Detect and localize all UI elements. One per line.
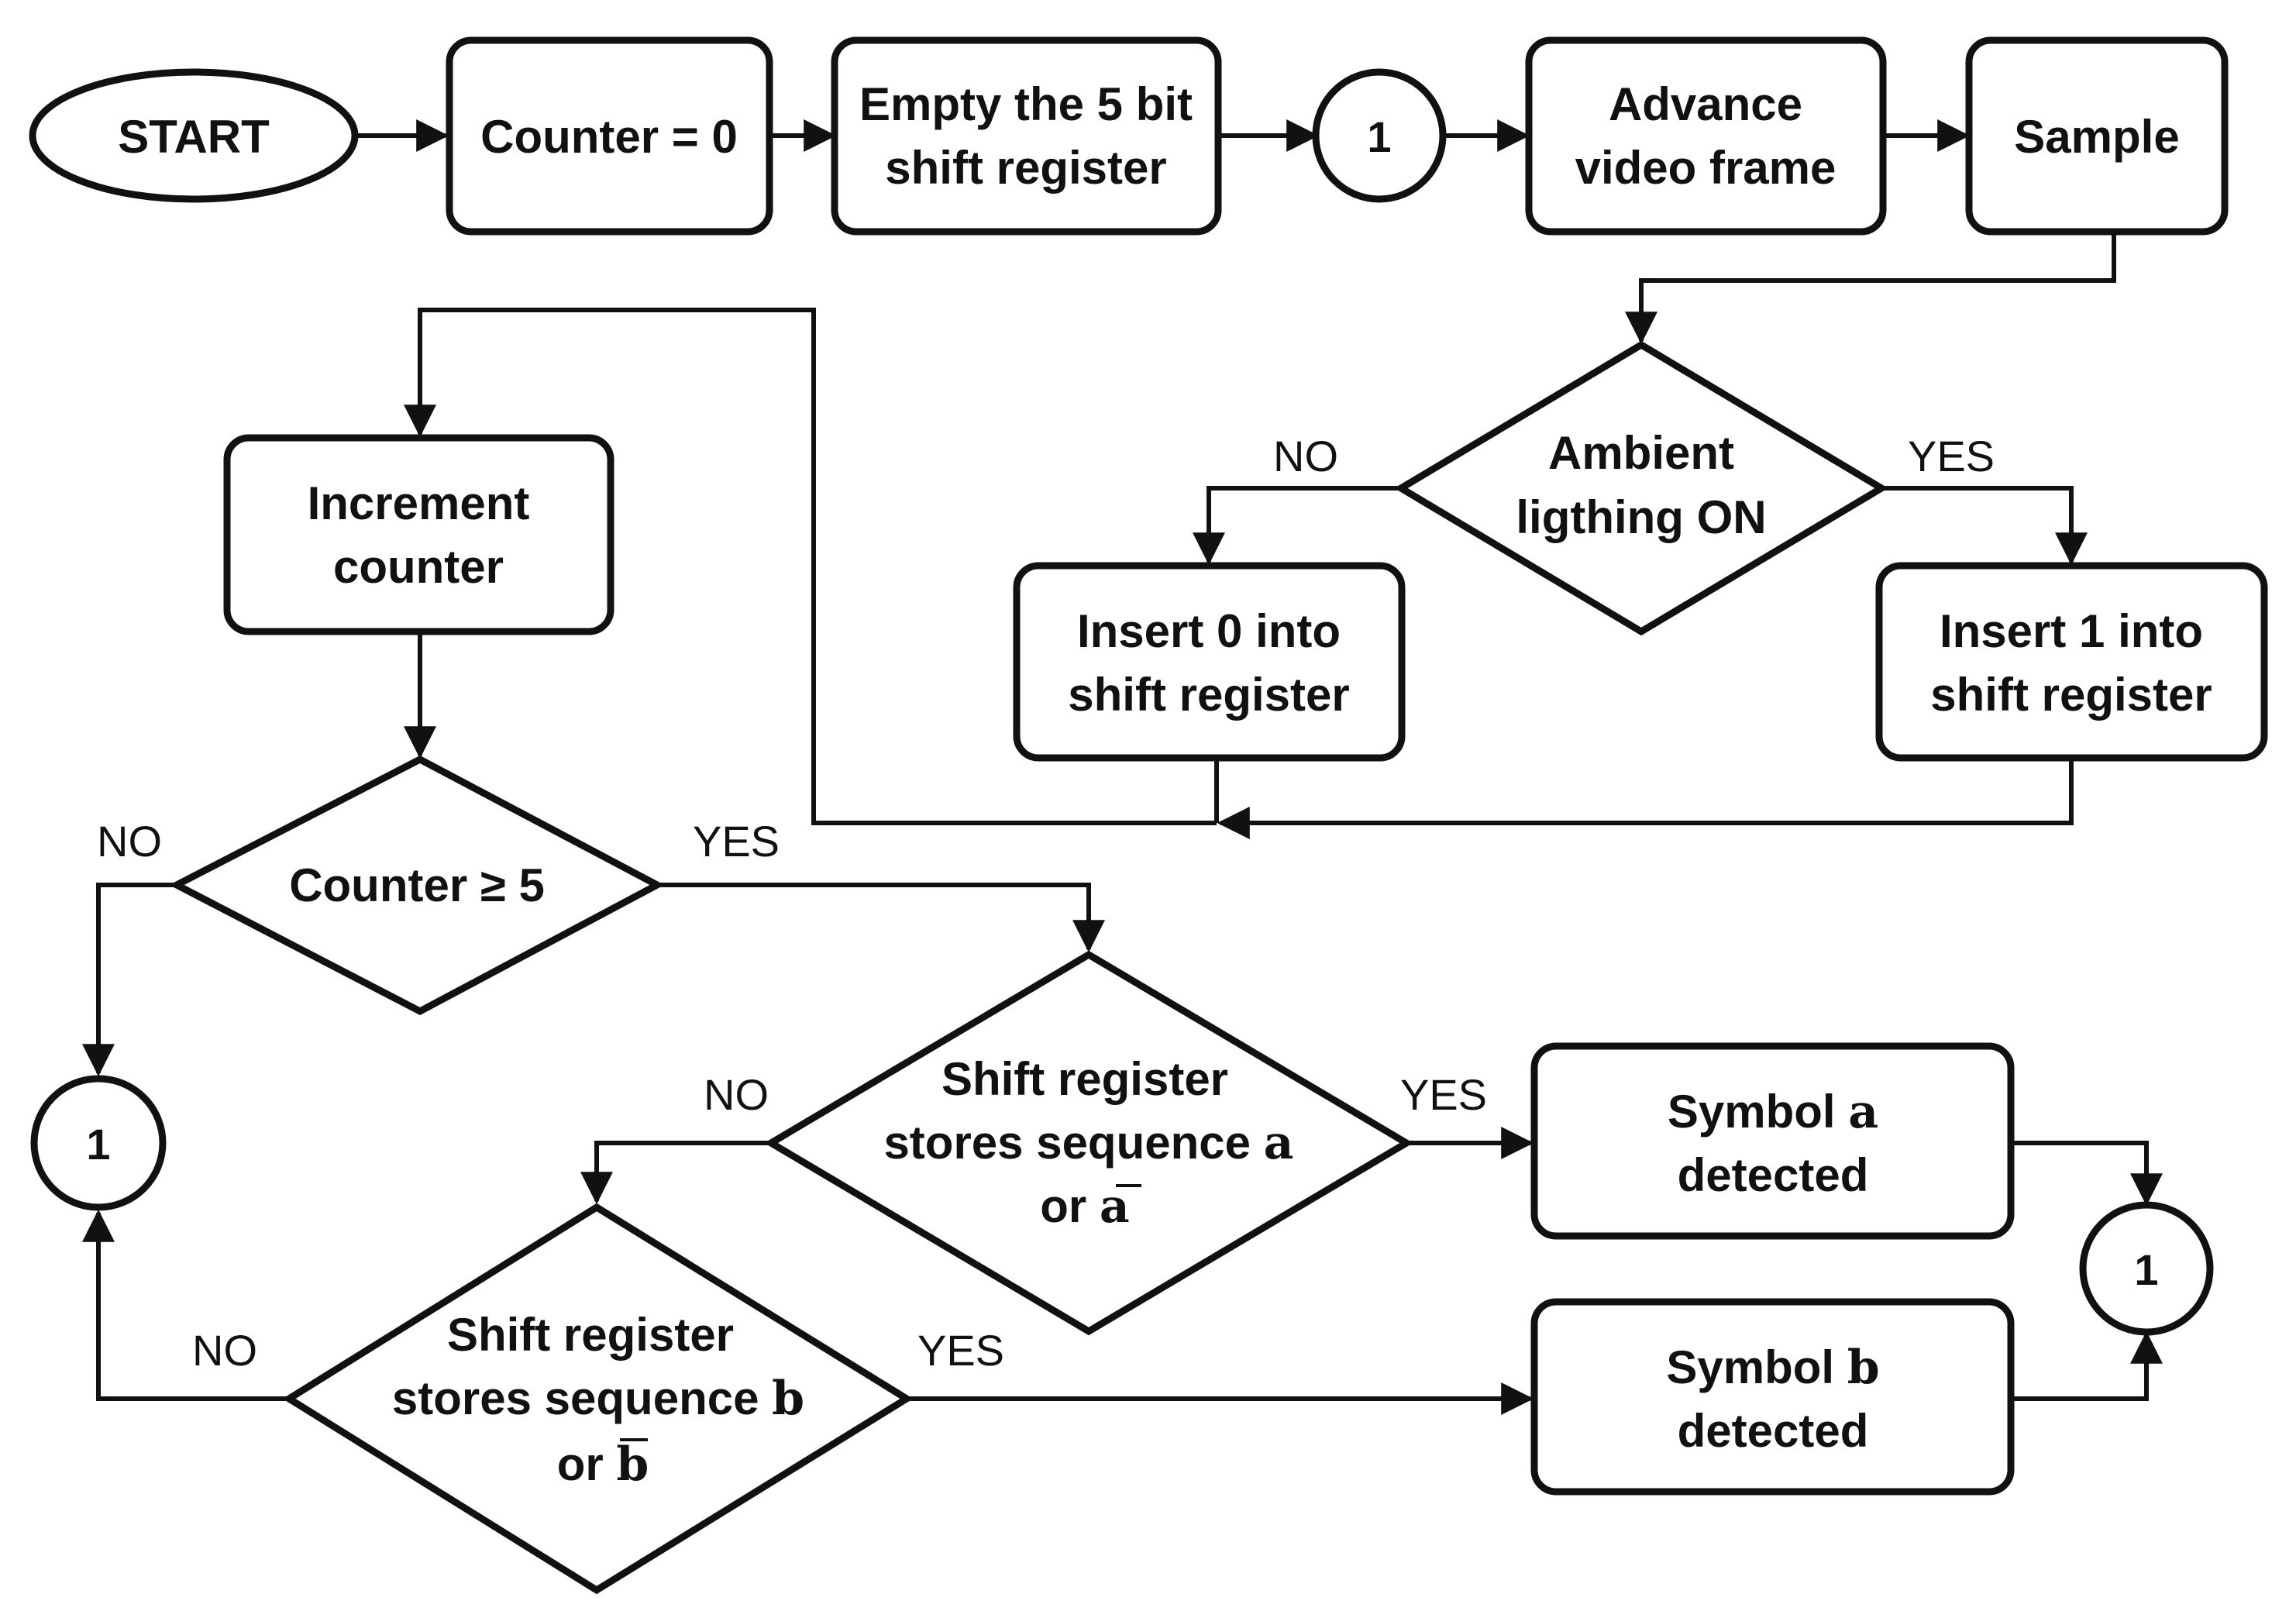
edge-labels: NO YES NO YES NO YES NO YES — [97, 432, 1995, 1375]
svg-text:Counter ≥ 5: Counter ≥ 5 — [289, 859, 545, 911]
seq-b-line1: Shift register — [447, 1309, 734, 1361]
empty-register-node: Empty the 5 bit shift register — [831, 36, 1222, 236]
symbol-b-prefix: Symbol — [1666, 1341, 1847, 1393]
edge-ambient-yes — [1881, 486, 2088, 566]
insert-zero-node: Insert 0 into shift register — [1013, 562, 1406, 762]
svg-text:Advance: Advance — [1609, 78, 1802, 130]
svg-text:Insert 1 into: Insert 1 into — [1940, 605, 2203, 657]
seq-a-line2: stores sequence — [883, 1117, 1263, 1169]
sample-label: Sample — [2014, 111, 2179, 163]
counter-no-label: NO — [97, 817, 162, 866]
connector-left-label: 1 — [86, 1120, 110, 1169]
insert-zero-line2: shift register — [1068, 669, 1349, 721]
ambient-no-label: NO — [1273, 432, 1338, 480]
seq-a-line1: Shift register — [941, 1053, 1228, 1105]
svg-text:stores sequence a: stores sequence a — [883, 1116, 1293, 1170]
seq-a-symbol-bar: a — [1100, 1179, 1130, 1234]
counter-zero-label: Counter = 0 — [480, 111, 738, 163]
empty-register-line2: shift register — [885, 142, 1166, 194]
edge-insert-one-merge — [1217, 759, 2074, 839]
svg-text:Symbol a: Symbol a — [1668, 1085, 1878, 1139]
seq-b-decision-node: Shift register stores sequence b or b — [282, 1203, 914, 1595]
svg-text:Shift register: Shift register — [941, 1053, 1228, 1105]
symbol-b-letter: b — [1847, 1341, 1880, 1395]
counter-yes-label: YES — [693, 817, 780, 866]
edge-seq-a-no — [580, 1141, 771, 1205]
svg-text:shift register: shift register — [1068, 669, 1349, 721]
advance-frame-node: Advance video frame — [1525, 36, 1887, 236]
seq-a-symbol: a — [1264, 1116, 1294, 1170]
seq-b-symbol: b — [772, 1372, 804, 1426]
edge-ambient-no — [1193, 486, 1401, 566]
svg-text:shift register: shift register — [885, 142, 1166, 194]
symbol-a-prefix: Symbol — [1668, 1086, 1848, 1138]
svg-text:Ambient: Ambient — [1548, 427, 1734, 479]
svg-text:Empty the 5 bit: Empty the 5 bit — [859, 78, 1193, 130]
symbol-a-node: Symbol a detected — [1530, 1042, 2015, 1240]
start-label: START — [118, 111, 270, 163]
increment-counter-node: Increment counter — [223, 434, 614, 635]
seq-a-no-label: NO — [704, 1070, 769, 1119]
svg-text:Increment: Increment — [308, 477, 530, 529]
seq-a-decision-node: Shift register stores sequence a or a — [764, 950, 1413, 1336]
connector-top-label: 1 — [1367, 112, 1391, 161]
connector-right-label: 1 — [2134, 1245, 2158, 1294]
insert-one-line2: shift register — [1930, 669, 2212, 721]
svg-text:Symbol b: Symbol b — [1666, 1341, 1879, 1395]
edge-sample-to-ambient — [1625, 232, 2116, 345]
connector-top-node: 1 — [1312, 68, 1447, 203]
svg-text:video frame: video frame — [1575, 142, 1836, 194]
edge-counter-yes — [657, 883, 1105, 953]
edge-seq-b-no — [82, 1209, 289, 1401]
svg-text:Insert 0 into: Insert 0 into — [1077, 605, 1341, 657]
insert-zero-line1: Insert 0 into — [1077, 605, 1341, 657]
svg-text:detected: detected — [1678, 1149, 1869, 1201]
edges — [82, 119, 2163, 1415]
svg-text:or b: or b — [557, 1437, 649, 1492]
counter-decision-prefix: Counter ≥ — [289, 859, 518, 911]
edge-counter-no — [82, 883, 177, 1077]
symbol-b-line2: detected — [1678, 1405, 1869, 1457]
ambient-line2: ligthing ON — [1516, 491, 1766, 543]
ambient-yes-label: YES — [1908, 432, 1995, 480]
seq-b-yes-label: YES — [917, 1326, 1004, 1375]
seq-b-no-label: NO — [192, 1326, 257, 1375]
svg-text:shift register: shift register — [1930, 669, 2212, 721]
edge-loop-to-increment — [404, 308, 1217, 825]
svg-text:stores sequence b: stores sequence b — [392, 1372, 804, 1426]
counter-zero-node: Counter = 0 — [446, 36, 773, 236]
symbol-a-letter: a — [1848, 1085, 1878, 1139]
seq-a-yes-label: YES — [1400, 1070, 1487, 1119]
increment-line2: counter — [333, 541, 504, 593]
ambient-decision-node: Ambient ligthing ON — [1394, 340, 1888, 636]
counter-decision-node: Counter ≥ 5 — [169, 755, 665, 1016]
symbol-b-node: Symbol b detected — [1530, 1298, 2015, 1496]
svg-text:counter: counter — [333, 541, 504, 593]
edge-symbol-a-to-connector — [2013, 1141, 2163, 1207]
insert-one-node: Insert 1 into shift register — [1875, 562, 2268, 762]
empty-register-line1: Empty the 5 bit — [859, 78, 1193, 130]
seq-b-line3: or — [557, 1438, 617, 1490]
connector-left-node: 1 — [30, 1075, 167, 1211]
svg-text:ligthing ON: ligthing ON — [1516, 491, 1766, 543]
sample-node: Sample — [1965, 36, 2229, 236]
start-node: START — [29, 68, 359, 203]
counter-decision-value: 5 — [518, 859, 544, 911]
seq-a-line3: or — [1040, 1180, 1100, 1232]
ambient-line1: Ambient — [1548, 427, 1734, 479]
svg-text:Shift register: Shift register — [447, 1309, 734, 1361]
advance-frame-line2: video frame — [1575, 142, 1836, 194]
increment-line1: Increment — [308, 477, 530, 529]
insert-one-line1: Insert 1 into — [1940, 605, 2203, 657]
symbol-a-line2: detected — [1678, 1149, 1869, 1201]
svg-text:or a: or a — [1040, 1179, 1130, 1234]
edge-symbol-b-to-connector — [2013, 1331, 2163, 1401]
seq-b-symbol-bar: b — [616, 1437, 649, 1492]
nodes: START Counter = 0 Empty the 5 bit shift … — [29, 36, 2268, 1595]
seq-b-line2: stores sequence — [392, 1372, 772, 1424]
advance-frame-line1: Advance — [1609, 78, 1802, 130]
svg-text:detected: detected — [1678, 1405, 1869, 1457]
connector-right-node: 1 — [2079, 1201, 2214, 1336]
